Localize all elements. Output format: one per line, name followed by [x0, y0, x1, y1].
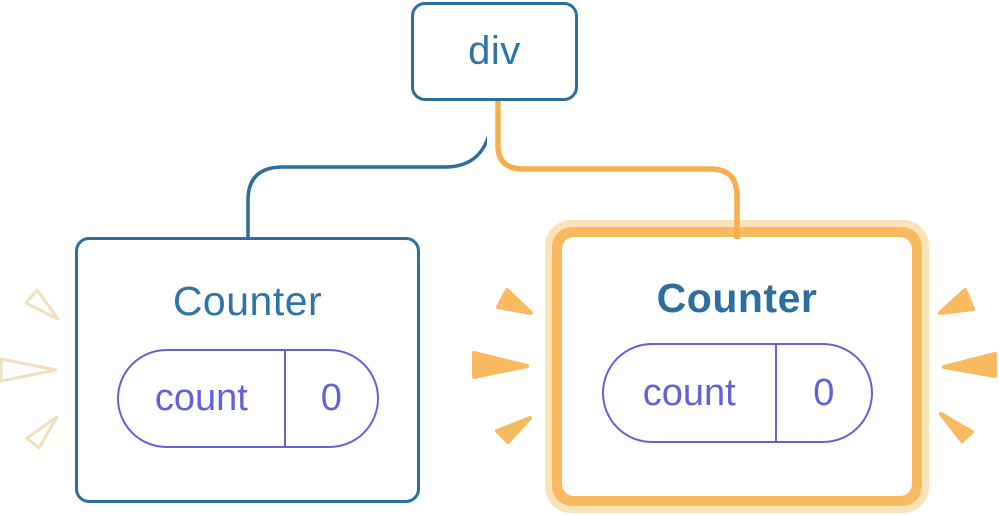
counter-card-right-highlight-ring: Counter count 0	[545, 220, 929, 513]
burst-rays-right-card-left	[472, 288, 533, 444]
burst-ray-icon	[942, 352, 997, 378]
state-key: count	[119, 351, 287, 446]
counter-card-right: Counter count 0	[562, 237, 912, 496]
burst-rays-right-card-right	[938, 288, 997, 443]
burst-rays-left-card	[0, 288, 60, 450]
burst-ray-icon	[24, 288, 60, 321]
tree-node-div: div	[411, 2, 578, 101]
state-value: 0	[320, 377, 342, 419]
tree-node-div-label: div	[468, 29, 521, 73]
burst-ray-icon	[939, 412, 974, 443]
burst-ray-icon	[25, 415, 59, 450]
edge-to-right-counter-outline	[487, 101, 748, 219]
state-pill: count 0	[601, 343, 873, 443]
burst-ray-icon	[472, 351, 529, 379]
counter-card-right-border: Counter count 0	[552, 227, 922, 506]
counter-title: Counter	[172, 278, 323, 324]
burst-ray-icon	[496, 288, 533, 315]
burst-ray-icon	[495, 416, 532, 444]
burst-ray-icon	[938, 288, 975, 315]
state-pill: count 0	[116, 349, 379, 448]
state-value: 0	[813, 371, 835, 414]
burst-ray-icon	[0, 357, 58, 383]
state-key: count	[604, 345, 778, 441]
edge-to-right-counter	[495, 101, 740, 239]
counter-card-left: Counter count 0	[75, 237, 420, 503]
counter-title: Counter	[656, 275, 818, 321]
edge-to-left-counter	[246, 102, 495, 239]
